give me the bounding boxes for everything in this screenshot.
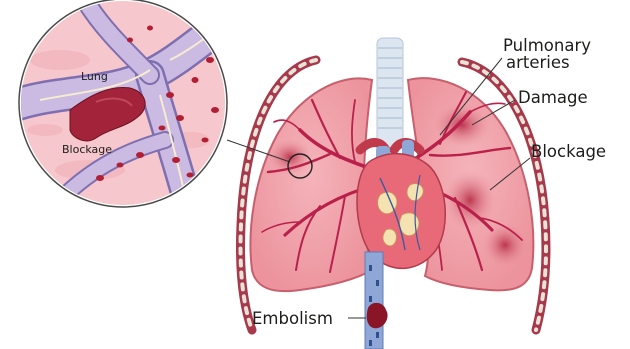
trachea (377, 38, 403, 148)
label-embolism: Embolism (252, 309, 333, 328)
label-arteries: arteries (506, 53, 570, 72)
label-blockage-inset: Blockage (62, 143, 112, 156)
vena-cava (365, 252, 383, 349)
label-damage: Damage (518, 88, 588, 107)
label-lung: Lung (81, 70, 108, 83)
embolism-clot (367, 303, 388, 328)
inset-magnifier (15, 0, 230, 210)
label-blockage: Blockage (531, 142, 606, 161)
